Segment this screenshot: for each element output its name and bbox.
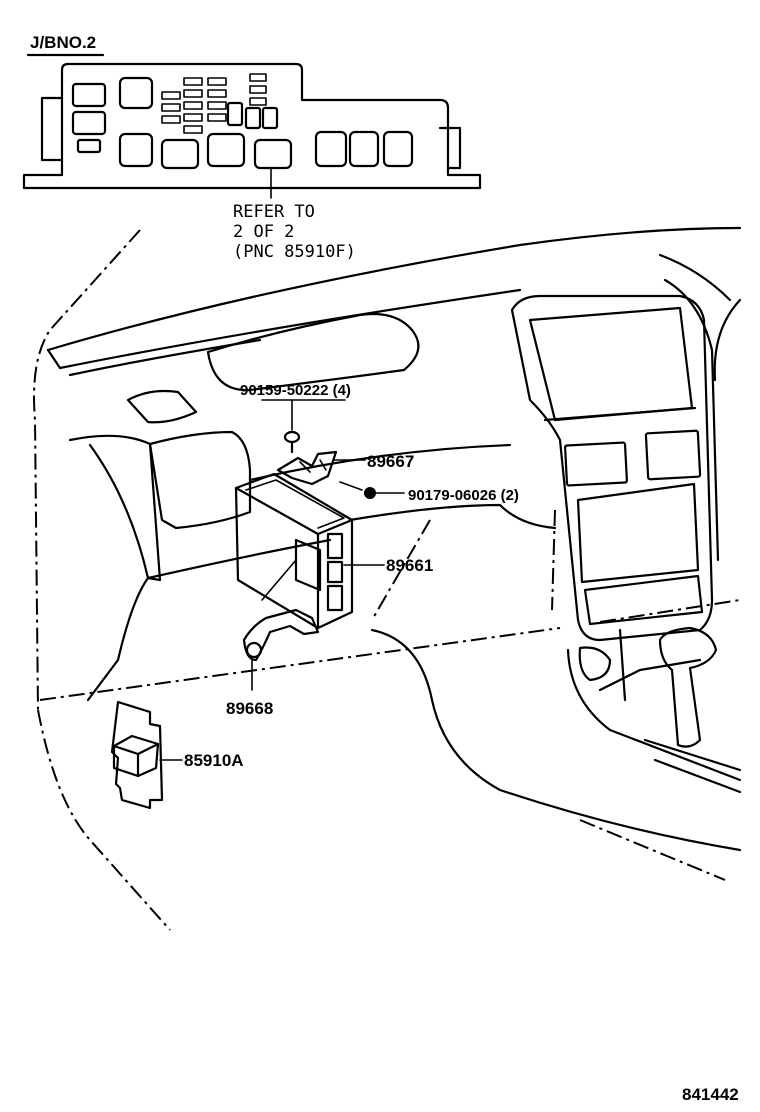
ecu-box <box>234 472 354 630</box>
callout-bracket-lower: 89668 <box>226 699 273 718</box>
refer-note-line1: REFER TO <box>233 202 315 222</box>
junction-block-label: J/BNO.2 <box>30 33 96 52</box>
refer-note-line2: 2 OF 2 <box>233 222 294 242</box>
junction-block: J/BNO.2 <box>22 33 482 199</box>
callout-bracket-upper: 89667 <box>367 452 414 471</box>
refer-note-line3: (PNC 85910F) <box>233 242 356 262</box>
callout-relay: 85910A <box>184 751 244 770</box>
callout-ecu: 89661 <box>386 556 433 575</box>
screw-icon <box>283 399 301 454</box>
bracket-upper <box>276 450 338 486</box>
callout-screw: 90159-50222 (4) <box>240 382 351 399</box>
refer-note: REFER TO 2 OF 2 (PNC 85910F) <box>233 202 356 262</box>
callout-nut: 90179-06026 (2) <box>408 487 519 504</box>
nut-icon <box>339 481 376 499</box>
relay-icon <box>110 700 183 810</box>
callouts: 90159-50222 (4) 89667 90179-06026 (2) 89… <box>184 382 519 770</box>
leader-lines <box>261 399 405 566</box>
figure-number: 841442 <box>682 1085 739 1104</box>
dashboard <box>46 226 742 852</box>
dashboard-outline <box>33 229 741 931</box>
bracket-lower <box>242 608 320 691</box>
